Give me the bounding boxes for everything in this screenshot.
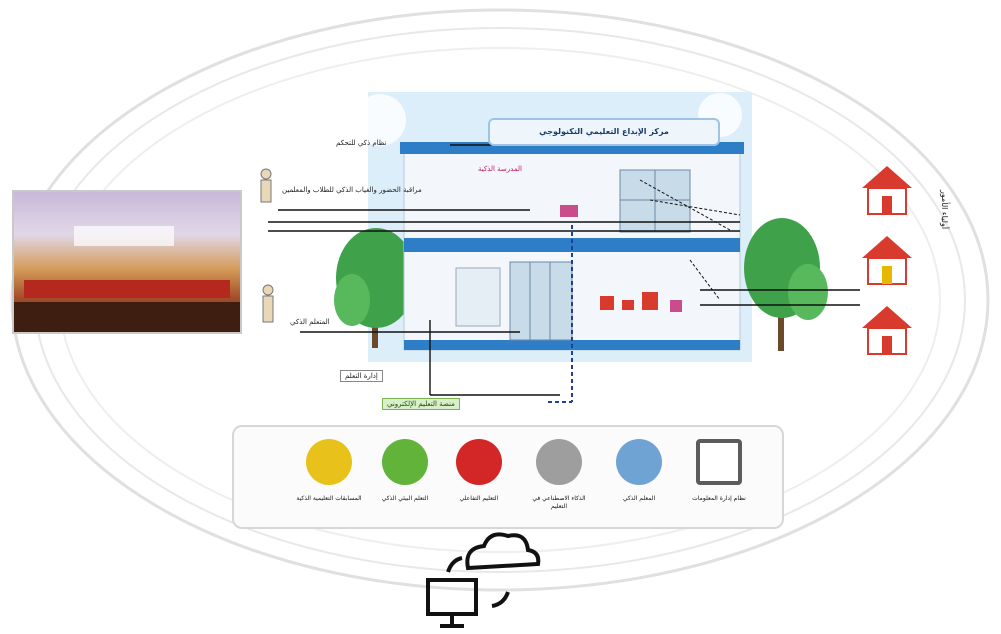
icon-caption: الذكاء الاصطناعي في التعليم [532, 495, 586, 510]
info-system-icon-item[interactable]: نظام إدارة المعلومات [684, 439, 754, 524]
interactive-icon-item[interactable]: التعليم التفاعلي [444, 439, 514, 524]
person-icon-bottom [262, 284, 274, 323]
house-icon [862, 166, 912, 215]
interactive-icon [456, 439, 502, 485]
cloud-computer-icon [426, 532, 541, 628]
connector-lines [268, 144, 860, 396]
eco-icon [382, 439, 428, 485]
label-learning-management: إدارة التعلم [340, 370, 383, 382]
services-panel: المسابقات التعليمية الذكية التعلم البيئي… [232, 425, 784, 529]
label-attendance: مراقبة الحضور والغياب الذكي للطلاب والمع… [282, 186, 422, 194]
tree-left [334, 228, 416, 348]
ai-brain-icon-item[interactable]: الذكاء الاصطناعي في التعليم [524, 439, 594, 524]
teacher-icon-item[interactable]: المعلم الذكي [604, 439, 674, 524]
label-elearning-platform: منصة التعليم الإلكتروني [382, 398, 460, 410]
icon-caption: المعلم الذكي [622, 495, 656, 502]
subtitle: المدرسة الذكية [478, 165, 522, 173]
label-smart-learner: المتعلم الذكي [290, 318, 330, 326]
ai-brain-icon [536, 439, 582, 485]
sensor-lines [639, 179, 741, 301]
page-title: مركز الإبداع التعليمي التكنولوجي [488, 118, 720, 146]
icon-caption: التعلم البيئي الذكي [381, 495, 429, 502]
eco-icon-item[interactable]: التعلم البيئي الذكي [370, 439, 440, 524]
network-dashed-lines [548, 225, 573, 403]
person-icon-top [260, 168, 272, 203]
icon-caption: المسابقات التعليمية الذكية [296, 495, 362, 502]
house-icon [862, 236, 912, 285]
trophy-icon-item[interactable]: المسابقات التعليمية الذكية [294, 439, 364, 524]
teacher-icon [616, 439, 662, 485]
info-system-icon [696, 439, 742, 485]
label-control-system: نظام ذكي للتحكم [336, 139, 387, 147]
school-photo [12, 190, 242, 334]
icon-caption: نظام إدارة المعلومات [692, 495, 746, 502]
house-icon [862, 306, 912, 355]
tree-right [744, 218, 828, 351]
icon-caption: التعليم التفاعلي [459, 495, 499, 502]
trophy-icon [306, 439, 352, 485]
label-parents: أولياء الأمور [940, 190, 949, 230]
